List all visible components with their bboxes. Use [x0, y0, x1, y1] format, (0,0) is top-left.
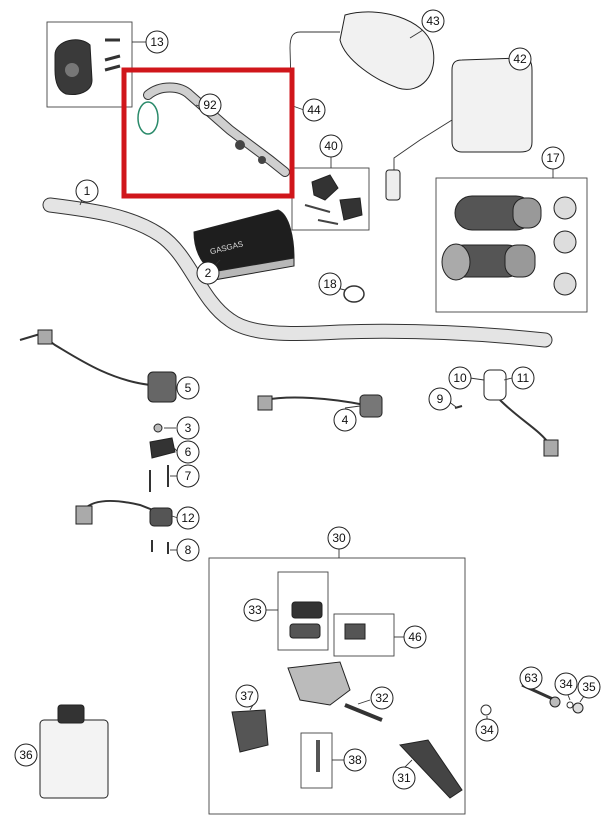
group-box-13: [46, 21, 133, 108]
group-box-46: [333, 613, 395, 657]
mirror-icon: [385, 57, 533, 201]
svg-text:37: 37: [240, 689, 254, 703]
svg-text:33: 33: [248, 603, 262, 617]
callout-4: 4: [333, 408, 357, 432]
zip-tie-icon: [343, 285, 365, 303]
callout-10: 10: [448, 366, 472, 390]
svg-text:92: 92: [203, 98, 217, 112]
callout-17: 17: [541, 146, 565, 170]
switch-icon: [257, 394, 383, 418]
callout-34-lower: 34: [475, 718, 499, 742]
svg-text:5: 5: [185, 381, 192, 395]
callout-32: 32: [370, 686, 394, 710]
grip-icon: [441, 195, 577, 296]
switch-housing-icon: [304, 174, 363, 225]
svg-text:38: 38: [348, 753, 362, 767]
handlebar-pad-icon: GASGAS: [193, 209, 295, 281]
svg-text:12: 12: [181, 511, 195, 525]
callout-1: 1: [75, 179, 99, 203]
callout-6: 6: [176, 440, 200, 464]
group-box-38: [300, 732, 333, 789]
svg-text:43: 43: [426, 14, 440, 28]
svg-text:63: 63: [524, 671, 538, 685]
callout-40: 40: [319, 134, 343, 158]
svg-text:30: 30: [332, 531, 346, 545]
handlebar-icon: [42, 197, 553, 348]
group-box-33: [277, 571, 329, 651]
svg-text:9: 9: [437, 392, 444, 406]
callout-18: 18: [318, 272, 342, 296]
brake-master-cylinder-icon: [231, 601, 463, 799]
callout-92: 92: [198, 93, 222, 117]
callout-7: 7: [176, 464, 200, 488]
svg-text:35: 35: [582, 680, 596, 694]
callout-63: 63: [519, 666, 543, 690]
fluid-bottle-icon: [39, 704, 109, 799]
svg-text:8: 8: [185, 543, 192, 557]
callout-34-upper: 34: [554, 672, 578, 696]
group-box-40: [291, 167, 370, 231]
svg-text:3: 3: [185, 421, 192, 435]
throttle-cable-icon: [137, 82, 290, 177]
svg-text:2: 2: [205, 266, 212, 280]
switch-icon: [19, 329, 177, 403]
callout-31: 31: [392, 766, 416, 790]
callout-42: 42: [508, 47, 532, 71]
callout-37: 37: [235, 684, 259, 708]
mirror-icon: [289, 11, 435, 121]
callout-2: 2: [196, 261, 220, 285]
svg-text:42: 42: [513, 52, 527, 66]
group-box-30: [208, 557, 466, 815]
switch-icon: [75, 500, 173, 527]
svg-text:13: 13: [150, 35, 164, 49]
callout-30: 30: [327, 526, 351, 550]
callout-13: 13: [145, 30, 169, 54]
svg-text:18: 18: [323, 277, 337, 291]
svg-text:40: 40: [324, 139, 338, 153]
callout-12: 12: [176, 506, 200, 530]
svg-text:6: 6: [185, 445, 192, 459]
group-box-17: [435, 177, 588, 313]
callout-33: 33: [243, 598, 267, 622]
svg-text:46: 46: [408, 630, 422, 644]
svg-text:10: 10: [453, 371, 467, 385]
svg-text:32: 32: [375, 691, 389, 705]
svg-text:34: 34: [480, 723, 494, 737]
highlight-box: [121, 67, 295, 199]
switch-icon: [454, 369, 559, 457]
callout-44: 44: [302, 98, 326, 122]
callout-36: 36: [14, 743, 38, 767]
callout-9: 9: [428, 387, 452, 411]
callout-43: 43: [421, 9, 445, 33]
callout-46: 46: [403, 625, 427, 649]
callout-11: 11: [511, 366, 535, 390]
svg-text:44: 44: [307, 103, 321, 117]
callout-35: 35: [577, 675, 601, 699]
washer-icon: [153, 423, 163, 433]
clamp-icon: [149, 437, 176, 459]
svg-text:4: 4: [342, 413, 349, 427]
callout-38: 38: [343, 748, 367, 772]
callout-8: 8: [176, 538, 200, 562]
svg-text:7: 7: [185, 469, 192, 483]
svg-text:1: 1: [84, 184, 91, 198]
callout-5: 5: [176, 376, 200, 400]
svg-text:31: 31: [397, 771, 411, 785]
callout-3: 3: [176, 416, 200, 440]
svg-text:34: 34: [559, 677, 573, 691]
svg-text:17: 17: [546, 151, 560, 165]
clamp-icon: [54, 38, 121, 95]
svg-text:36: 36: [19, 748, 33, 762]
svg-text:11: 11: [517, 371, 530, 385]
